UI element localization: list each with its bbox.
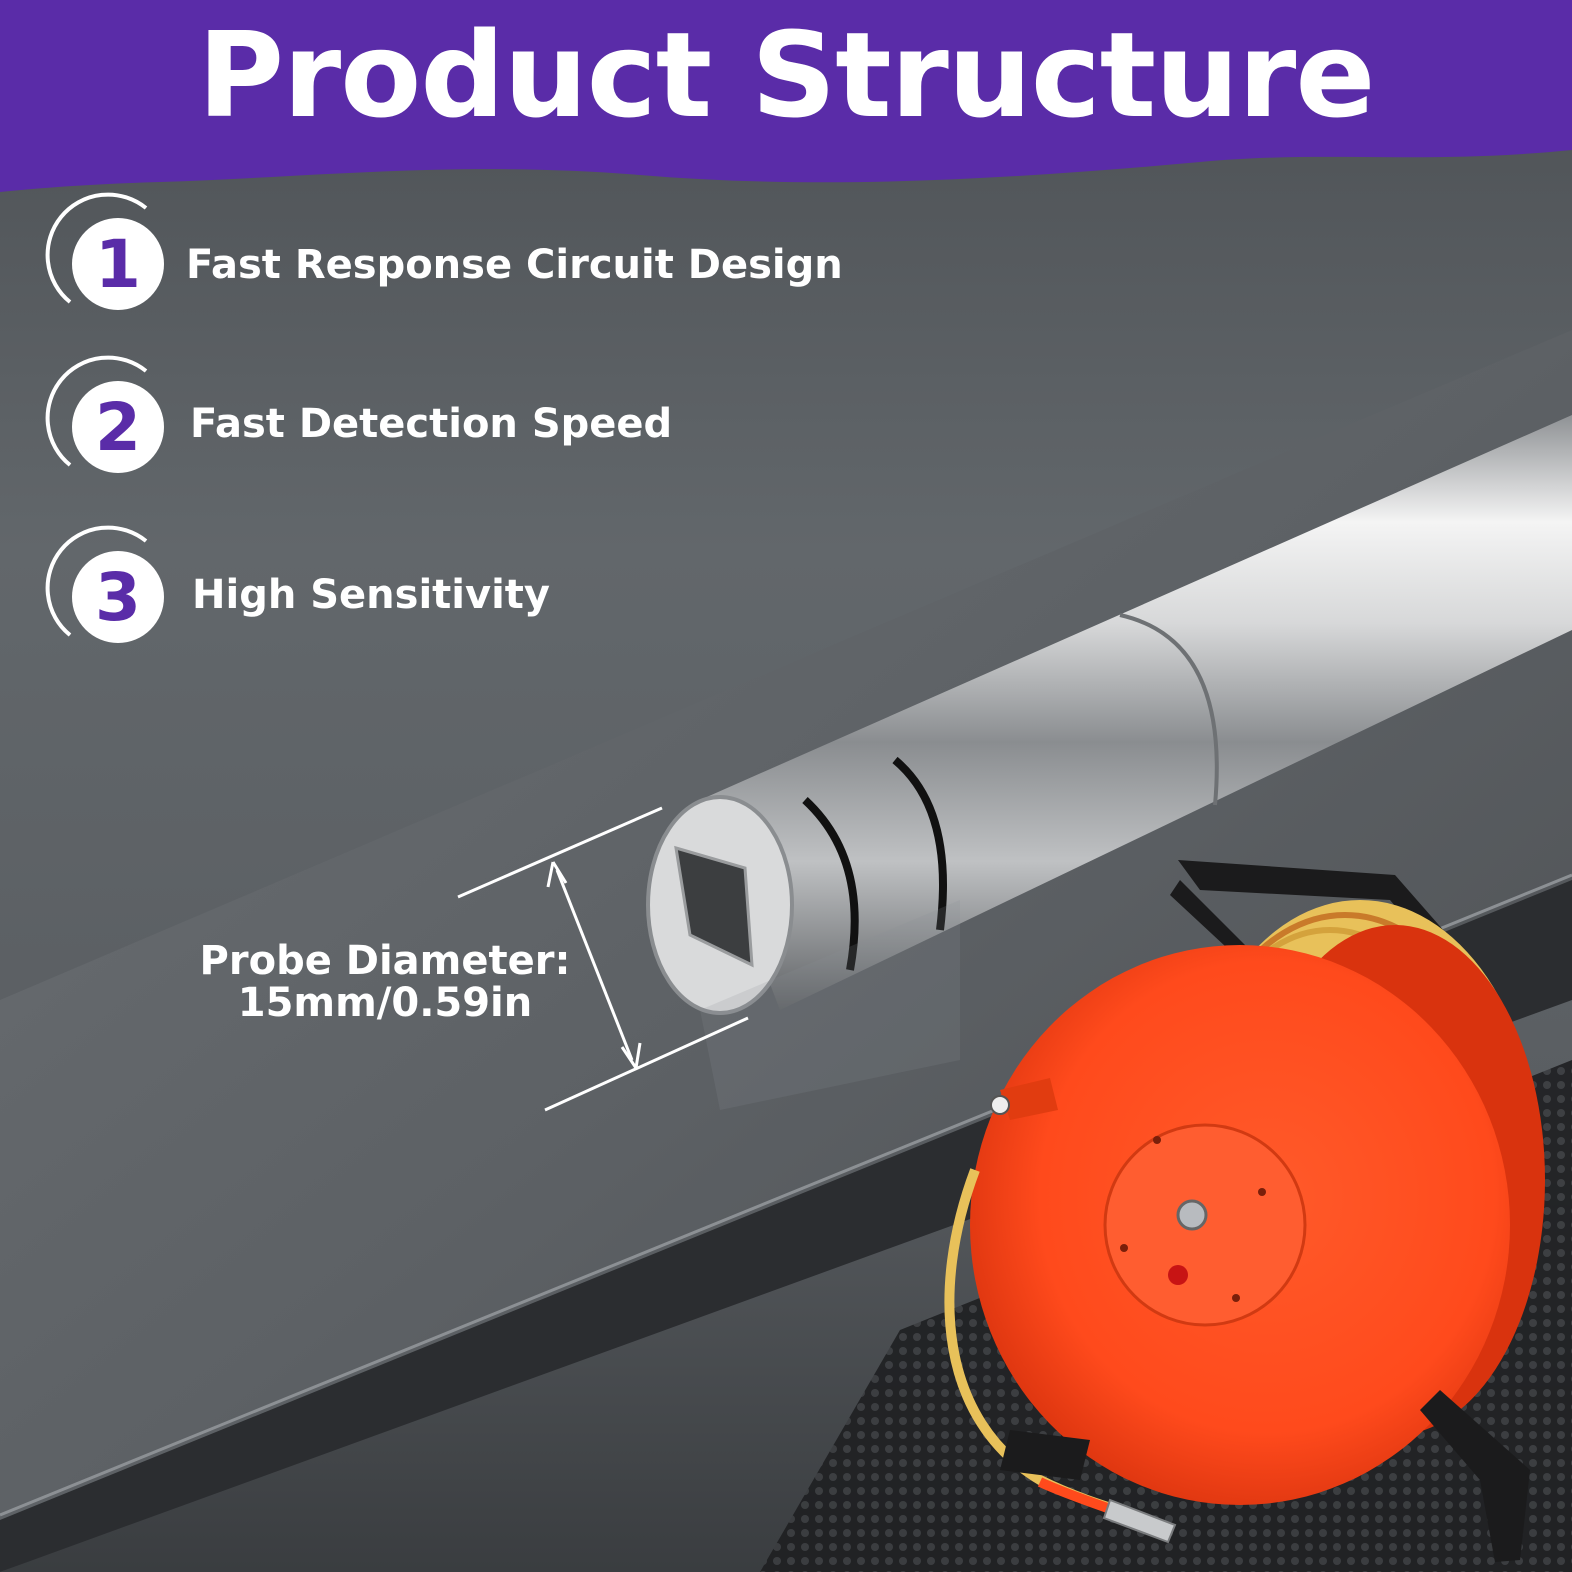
probe-diameter-label: Probe Diameter: 15mm/0.59in [170, 940, 600, 1024]
page-title: Product Structure [197, 6, 1376, 144]
feature-label-3: High Sensitivity [192, 572, 550, 618]
badge-3 [45, 525, 164, 643]
cable-reel [944, 860, 1545, 1562]
probe-diameter-title: Probe Diameter: [199, 938, 571, 984]
probe-tube [646, 415, 1572, 1110]
probe-diameter-value: 15mm/0.59in [237, 980, 533, 1026]
badge-number-2: 2 [95, 388, 141, 466]
feature-label-1: Fast Response Circuit Design [186, 242, 843, 288]
badge-number-1: 1 [95, 225, 141, 303]
badge-2 [45, 355, 164, 473]
badge-number-3: 3 [95, 558, 141, 636]
diameter-dimension [457, 806, 749, 1112]
feature-label-2: Fast Detection Speed [190, 401, 673, 447]
badge-1 [45, 192, 164, 310]
header-banner [0, 0, 1572, 192]
